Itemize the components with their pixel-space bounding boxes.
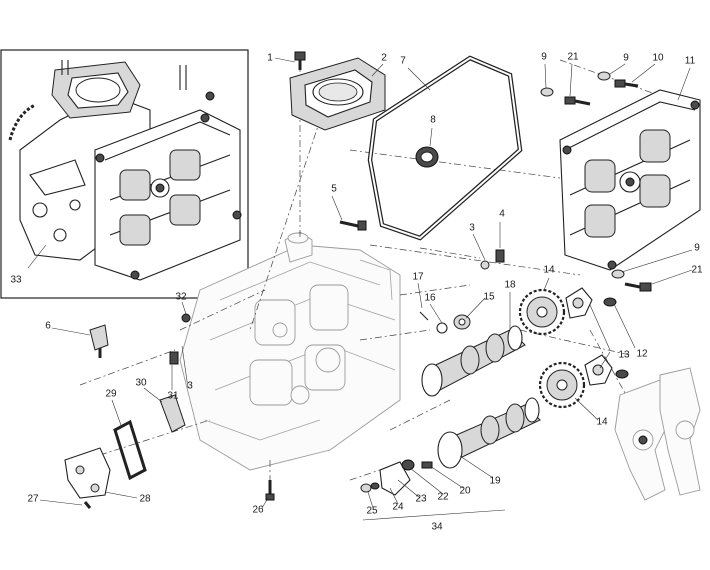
callout-9: 9 bbox=[541, 51, 547, 63]
callout-9: 9 bbox=[623, 52, 629, 64]
part-19-camshaft-lower bbox=[437, 397, 541, 469]
callout-3: 3 bbox=[187, 380, 193, 392]
callout-17: 17 bbox=[412, 271, 424, 283]
cylinder-head-ghost bbox=[179, 231, 401, 471]
callout-27: 27 bbox=[27, 493, 39, 505]
callout-5: 5 bbox=[331, 183, 337, 195]
parts-15-16-17 bbox=[419, 311, 471, 334]
callout-21: 21 bbox=[691, 264, 703, 276]
callout-23: 23 bbox=[415, 493, 427, 505]
parts-12-13-sensor-rings bbox=[565, 287, 629, 386]
part-1-bolt bbox=[294, 51, 306, 70]
callout-7: 7 bbox=[400, 55, 406, 67]
callout-26: 26 bbox=[252, 504, 264, 516]
part-14-sprocket-lower bbox=[538, 361, 586, 409]
part-14-sprocket-upper bbox=[518, 288, 566, 336]
callout-34: 34 bbox=[431, 521, 443, 533]
callout-30: 30 bbox=[135, 377, 147, 389]
callout-33: 33 bbox=[10, 274, 22, 286]
part-6-sensor bbox=[89, 324, 109, 358]
part-2-intake-flange bbox=[289, 57, 386, 131]
callout-31: 31 bbox=[167, 390, 179, 402]
callout-13: 13 bbox=[618, 349, 630, 361]
callout-3: 3 bbox=[469, 222, 475, 234]
callout-18: 18 bbox=[504, 279, 516, 291]
part-8-seal-ring bbox=[415, 146, 439, 168]
part-7-cover-gasket bbox=[367, 55, 523, 241]
part-18-camshaft-upper bbox=[421, 325, 526, 397]
part-32-plug bbox=[181, 313, 191, 323]
callout-leaders bbox=[39, 57, 693, 521]
callout-28: 28 bbox=[139, 493, 151, 505]
callout-2: 2 bbox=[381, 52, 387, 64]
assembly-centerlines bbox=[79, 59, 701, 481]
part-26-stud bbox=[265, 480, 275, 501]
callout-6: 6 bbox=[45, 320, 51, 332]
parts-9-10-21-cover-bolts bbox=[540, 71, 652, 292]
inset-assembled-head-view bbox=[0, 49, 249, 299]
callout-15: 15 bbox=[483, 291, 495, 303]
callout-4: 4 bbox=[499, 208, 505, 220]
part-11-valve-cover bbox=[559, 89, 701, 271]
callout-25: 25 bbox=[366, 505, 378, 517]
callout-16: 16 bbox=[424, 292, 436, 304]
parts-20-25-followers bbox=[360, 459, 433, 496]
callout-8: 8 bbox=[430, 114, 436, 126]
callout-32: 32 bbox=[175, 291, 187, 303]
callout-29: 29 bbox=[105, 388, 117, 400]
callout-11: 11 bbox=[684, 55, 696, 67]
parts-3-4-5-fasteners bbox=[339, 220, 505, 270]
callout-19: 19 bbox=[489, 475, 501, 487]
callout-14: 14 bbox=[543, 264, 555, 276]
callout-22: 22 bbox=[437, 491, 449, 503]
parts-27-31-tensioner bbox=[64, 351, 186, 509]
callout-14: 14 bbox=[596, 416, 608, 428]
cam-carrier-ghost bbox=[614, 367, 701, 501]
callout-21: 21 bbox=[567, 51, 579, 63]
callout-24: 24 bbox=[392, 501, 404, 513]
callout-20: 20 bbox=[459, 485, 471, 497]
callout-1: 1 bbox=[267, 52, 273, 64]
callout-9: 9 bbox=[694, 242, 700, 254]
callout-10: 10 bbox=[652, 52, 664, 64]
callout-12: 12 bbox=[636, 348, 648, 360]
